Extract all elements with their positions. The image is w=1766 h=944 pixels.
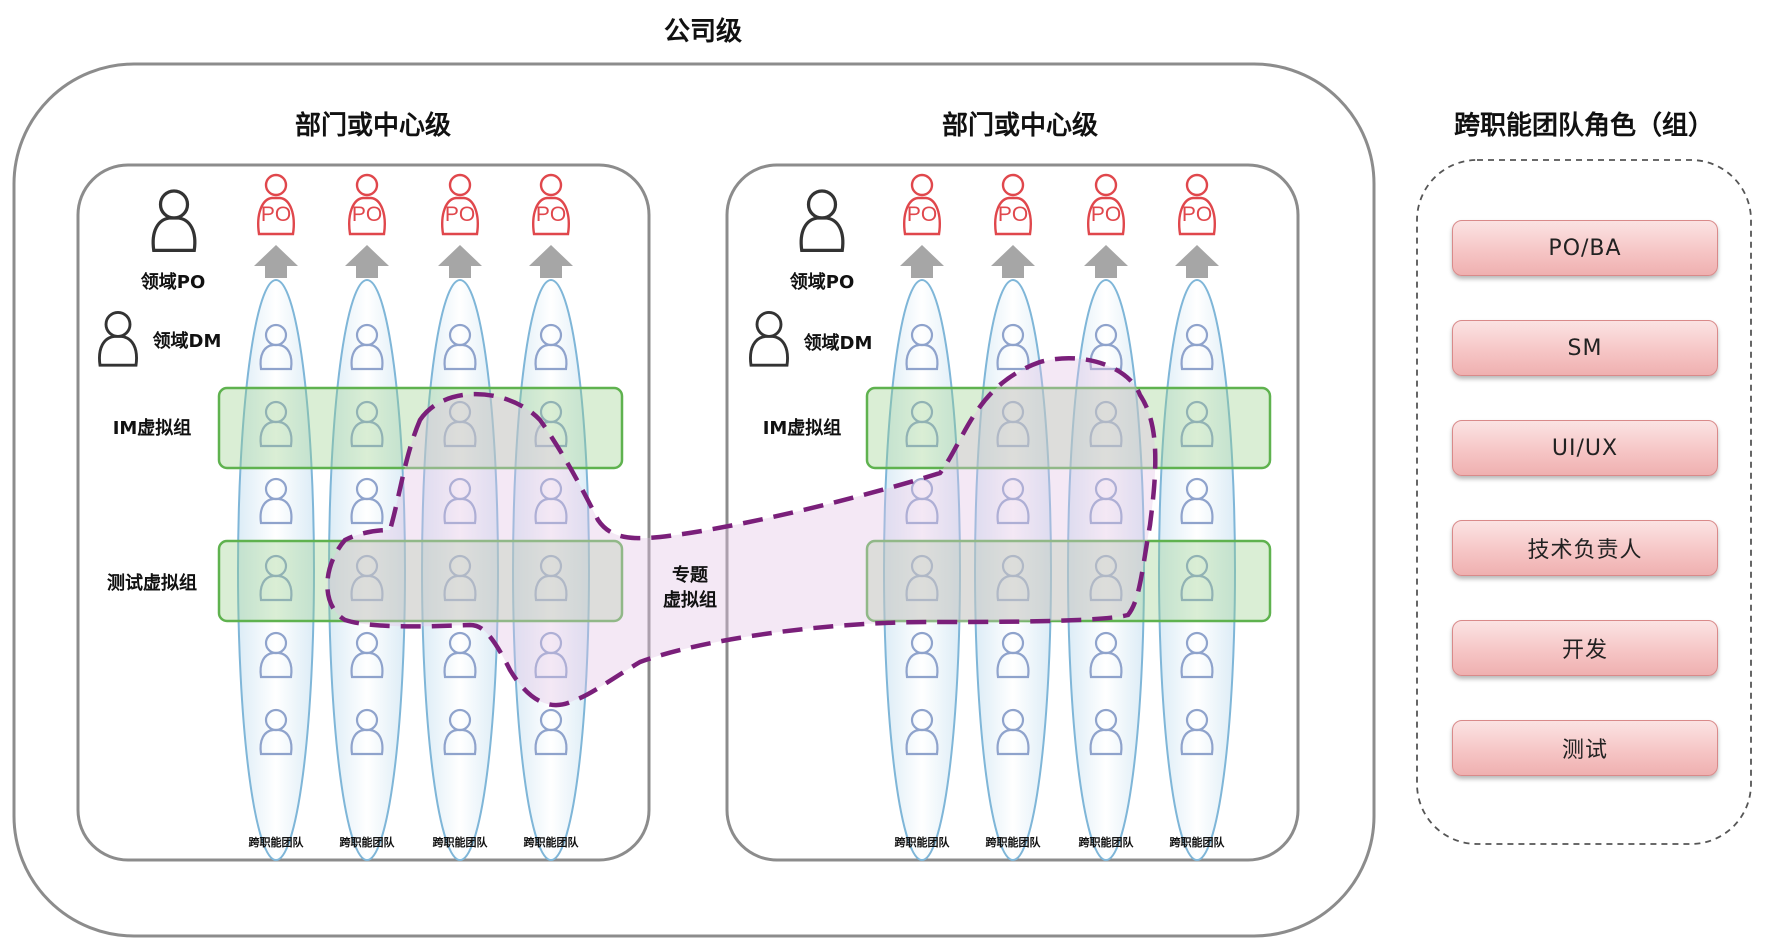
team-label: 跨职能团队 [1170,835,1226,849]
test-virtual-group-band [217,539,624,623]
roles-panel-title: 跨职能团队角色（组） [1454,110,1714,141]
department-title: 部门或中心级 [295,110,451,141]
department-title: 部门或中心级 [942,110,1098,141]
domain-po-label: 领域PO [790,271,855,293]
po-badge-label: PO [1182,203,1212,226]
department-2: 部门或中心级 PO PO PO PO [725,110,1300,862]
domain-dm-label: 领域DM [804,332,873,354]
po-badges: PO PO PO PO [257,173,570,236]
role-tech-lead: 技术负责人 [1452,520,1718,576]
roles-panel: PO/BA SM UI/UX 技术负责人 开发 测试 [1417,160,1751,844]
topic-virtual-group-label: 虚拟组 [663,589,717,611]
topic-virtual-group-outline [325,356,1158,708]
team-label: 跨职能团队 [249,835,305,849]
role-tester: 测试 [1452,720,1718,776]
im-virtual-group-label: IM虚拟组 [763,417,842,439]
po-badge-label: PO [445,203,475,226]
im-virtual-group-band [865,386,1272,470]
team-label: 跨职能团队 [895,835,951,849]
roles-panel-frame [1416,159,1752,845]
po-badge-label: PO [1091,203,1121,226]
po-badge-label: PO [998,203,1028,226]
role-po-ba: PO/BA [1452,220,1718,276]
company-frame [12,62,1376,938]
role-ui-ux: UI/UX [1452,420,1718,476]
department-1: 部门或中心级 PO PO PO PO [76,110,651,862]
po-badge-label: PO [352,203,382,226]
team-label: 跨职能团队 [1079,835,1135,849]
team-label: 跨职能团队 [524,835,580,849]
domain-dm-label: 领域DM [153,330,222,352]
team-ellipses [883,279,1236,861]
company-title: 公司级 [664,16,742,47]
po-badge-label: PO [261,203,291,226]
po-badge-label: PO [536,203,566,226]
role-sm: SM [1452,320,1718,376]
role-developer: 开发 [1452,620,1718,676]
test-virtual-group-label: 测试虚拟组 [107,572,197,594]
domain-po-label: 领域PO [141,271,206,293]
team-label: 跨职能团队 [340,835,396,849]
team-label: 跨职能团队 [986,835,1042,849]
im-virtual-group-label: IM虚拟组 [113,417,192,439]
team-labels: 跨职能团队 跨职能团队 跨职能团队 跨职能团队 [895,835,1226,849]
po-badges: PO PO PO PO [903,173,1216,236]
team-labels: 跨职能团队 跨职能团队 跨职能团队 跨职能团队 [249,835,580,849]
po-badge-label: PO [907,203,937,226]
team-ellipses [237,279,590,861]
topic-virtual-group-label: 专题 [672,564,709,586]
team-label: 跨职能团队 [433,835,489,849]
